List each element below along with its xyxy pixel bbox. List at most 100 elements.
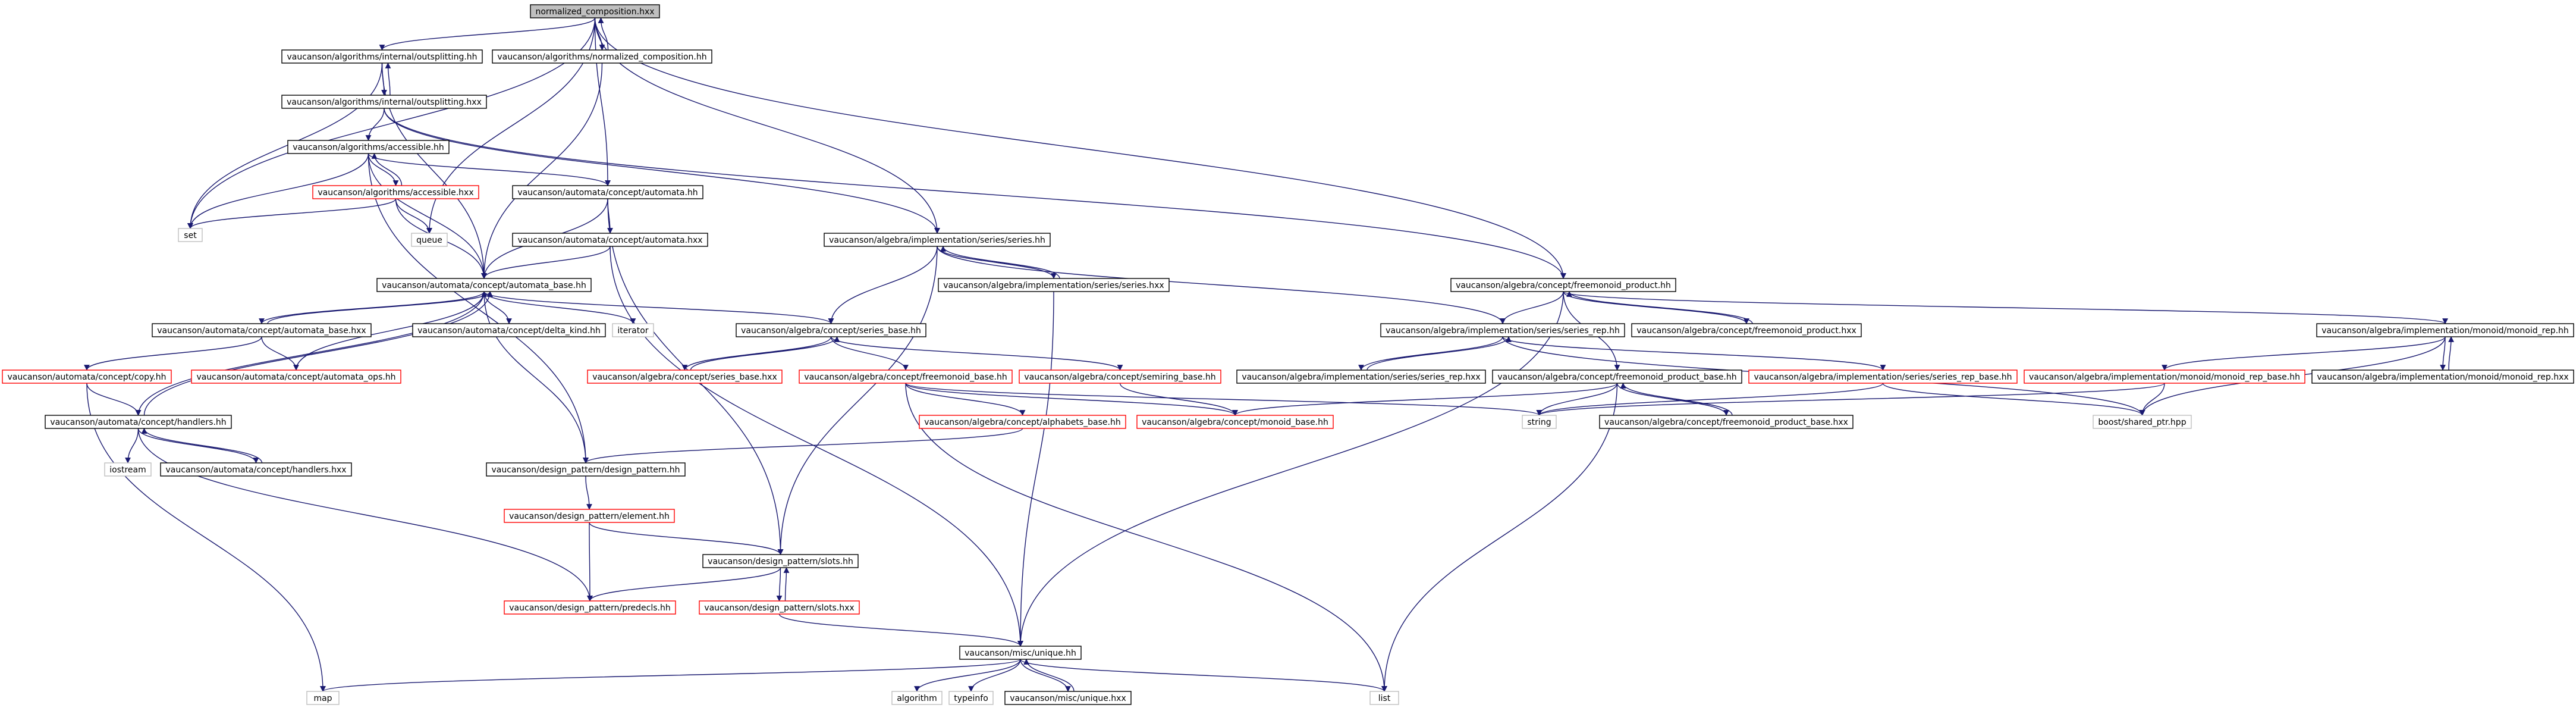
node-freemonoid_product_hh[interactable]: vaucanson/algebra/concept/freemonoid_pro… [1450,278,1676,292]
node-copy_hh[interactable]: vaucanson/automata/concept/copy.hh [2,369,172,384]
node-label: vaucanson/algebra/concept/monoid_base.hh [1142,418,1328,427]
edge-series_rep_hh-to-series_rep_hxx [1358,336,1503,371]
node-unique_hh[interactable]: vaucanson/misc/unique.hh [959,646,1082,660]
node-monoid_rep_hh[interactable]: vaucanson/algebra/implementation/monoid/… [2316,323,2574,337]
node-outsplit_hxx[interactable]: vaucanson/algorithms/internal/outsplitti… [281,95,487,109]
node-label: vaucanson/algebra/concept/series_base.hx… [592,372,777,382]
node-predecls_hh[interactable]: vaucanson/design_pattern/predecls.hh [504,600,676,615]
edge-series_base_hh-to-freemonoid_base_hh [830,336,909,371]
node-box [1004,691,1132,705]
edge-freemonoid_product_hh-to-monoid_rep_hh [1563,291,2448,324]
node-label: typeinfo [954,694,988,703]
node-box [412,323,606,337]
edge-accessible_hxx-to-set [187,198,397,229]
edge-series_hh-to-series_base_hh [828,246,938,324]
node-element_hh[interactable]: vaucanson/design_pattern/element.hh [504,509,675,523]
node-automata_hxx[interactable]: vaucanson/automata/concept/automata.hxx [512,233,708,247]
edge-series_rep_hxx-to-series_rep_hh [1366,336,1512,371]
node-design_pattern_hh[interactable]: vaucanson/design_pattern/design_pattern.… [486,462,686,477]
node-handlers_hxx[interactable]: vaucanson/automata/concept/handlers.hxx [160,462,352,477]
edge-freemonoid_base_hh-to-list [905,383,1387,692]
edge-copy_hh-to-handlers_hh [86,383,142,416]
node-series_hh[interactable]: vaucanson/algebra/implementation/series/… [824,233,1051,247]
node-fmp_base_hh[interactable]: vaucanson/algebra/concept/freemonoid_pro… [1492,369,1742,384]
node-box [312,185,479,199]
node-label: vaucanson/automata/concept/copy.hh [7,372,166,382]
node-slots_hxx[interactable]: vaucanson/design_pattern/slots.hxx [699,600,860,615]
node-box [504,509,675,523]
edge-automata_hxx-to-automata_base_hh [481,246,611,279]
node-box [191,369,401,384]
node-series_rep_base_hh[interactable]: vaucanson/algebra/implementation/series/… [1748,369,2018,384]
node-queue: queue [411,233,448,247]
edge-automata_base_hh-to-automata_base_hxx [259,291,485,324]
node-freemonoid_product_hxx[interactable]: vaucanson/algebra/concept/freemonoid_pro… [1631,323,1862,337]
edge-slots_hh-to-slots_hxx [776,567,783,602]
edge-unique_hh-to-unique_hxx [1020,659,1071,692]
node-accessible_hxx[interactable]: vaucanson/algorithms/accessible.hxx [312,185,479,199]
node-monoid_base_hh[interactable]: vaucanson/algebra/concept/monoid_base.hh [1136,415,1334,429]
edge-slots_hxx-to-unique_hh [778,613,1023,647]
node-iterator: iterator [612,323,654,337]
node-label: vaucanson/algorithms/normalized_composit… [497,52,706,62]
edge-accessible_hh-to-accessible_hxx [367,153,399,186]
node-root[interactable]: normalized_composition.hxx [530,4,660,18]
edge-series_base_hh-to-semiring_base_hh [830,336,1123,371]
node-box [504,600,676,615]
edge-normcomp_hh-to-root [598,17,609,51]
edge-accessible_hh-to-design_pattern_hh [367,153,589,464]
node-series_rep_hh[interactable]: vaucanson/algebra/implementation/series/… [1380,323,1625,337]
node-box [530,4,660,18]
edge-monoid_rep_hh-to-monoid_rep_hxx [2440,336,2446,371]
node-unique_hxx[interactable]: vaucanson/misc/unique.hxx [1004,691,1132,705]
node-list: list [1369,691,1399,705]
node-box [736,323,926,337]
edges-layer [84,17,2454,692]
node-fmp_base_hxx[interactable]: vaucanson/algebra/concept/freemonoid_pro… [1599,415,1854,429]
node-box [1019,369,1221,384]
node-series_base_hh[interactable]: vaucanson/algebra/concept/series_base.hh [736,323,926,337]
node-automata_base_hxx[interactable]: vaucanson/automata/concept/automata_base… [152,323,372,337]
node-series_rep_hxx[interactable]: vaucanson/algebra/implementation/series/… [1236,369,1486,384]
node-box [281,95,487,109]
node-outsplit_hh[interactable]: vaucanson/algorithms/internal/outsplitti… [281,49,483,64]
node-slots_hh[interactable]: vaucanson/design_pattern/slots.hh [702,554,859,568]
edge-freemonoid_base_hh-to-string [905,383,1543,416]
node-box [178,228,203,242]
edge-handlers_hxx-to-handlers_hh [141,428,263,464]
node-label: string [1527,418,1551,427]
node-label: vaucanson/algorithms/internal/outsplitti… [287,52,477,62]
edge-freemonoid_product_hh-to-series_rep_hh [1500,291,1564,324]
node-accessible_hh[interactable]: vaucanson/algorithms/accessible.hh [287,140,450,154]
node-alphabets_base_hh[interactable]: vaucanson/algebra/concept/alphabets_base… [919,415,1126,429]
node-series_base_hxx[interactable]: vaucanson/algebra/concept/series_base.hx… [587,369,783,384]
node-label: vaucanson/automata/concept/automata_base… [157,326,366,336]
node-box [1369,691,1399,705]
node-box [2316,323,2574,337]
node-box [1136,415,1334,429]
node-series_hxx[interactable]: vaucanson/algebra/implementation/series/… [938,278,1170,292]
node-label: iostream [109,465,146,475]
node-label: vaucanson/algebra/implementation/monoid/… [2029,372,2300,382]
edge-automata_base_hh-to-series_base_hh [483,291,834,324]
node-automata_ops_hh[interactable]: vaucanson/automata/concept/automata_ops.… [191,369,401,384]
node-label: vaucanson/automata/concept/automata_base… [382,281,586,290]
node-automata_hh[interactable]: vaucanson/automata/concept/automata.hh [512,185,703,199]
node-box [1492,369,1742,384]
node-delta_kind[interactable]: vaucanson/automata/concept/delta_kind.hh [412,323,606,337]
node-monoid_rep_hxx[interactable]: vaucanson/algebra/implementation/monoid/… [2311,369,2574,384]
node-semiring_base_hh[interactable]: vaucanson/algebra/concept/semiring_base.… [1019,369,1221,384]
node-algorithm: algorithm [891,691,943,705]
node-automata_base_hh[interactable]: vaucanson/automata/concept/automata_base… [376,278,592,292]
edge-accessible_hh-to-set [187,153,369,229]
node-monoid_rep_base_hh[interactable]: vaucanson/algebra/implementation/monoid/… [2024,369,2305,384]
node-label: vaucanson/automata/concept/delta_kind.hh [417,326,601,336]
node-box [1522,415,1557,429]
edge-fmp_base_hh-to-list [1381,383,1618,692]
node-handlers_hh[interactable]: vaucanson/automata/concept/handlers.hh [45,415,232,429]
edge-series_hxx-to-unique_hh [1017,291,1054,647]
node-freemonoid_base_hh[interactable]: vaucanson/algebra/concept/freemonoid_bas… [799,369,1013,384]
node-normcomp_hh[interactable]: vaucanson/algorithms/normalized_composit… [492,49,712,64]
edge-automata_base_hxx-to-automata_base_hh [267,291,493,324]
